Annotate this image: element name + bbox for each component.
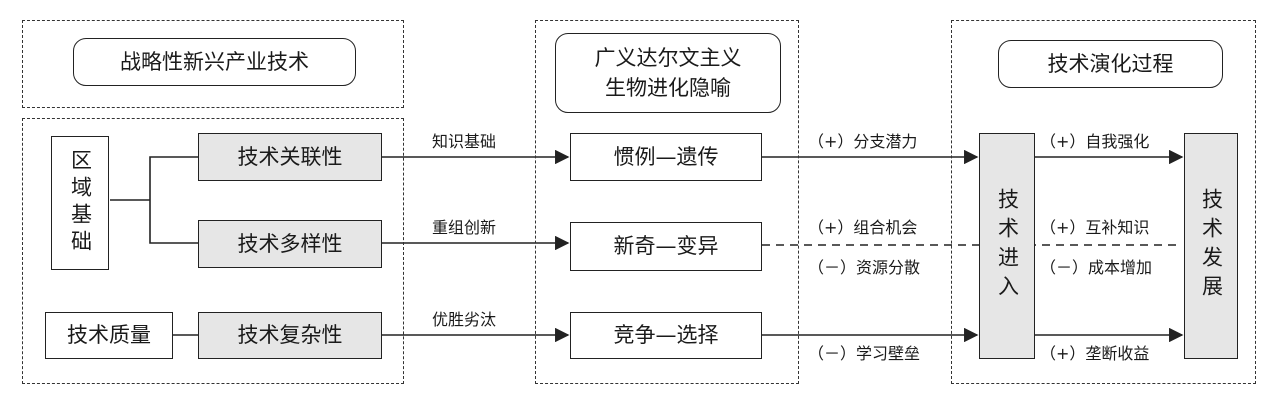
complexity-box: 技术复杂性 — [198, 312, 382, 359]
label-knowledge-base: 知识基础 — [432, 132, 497, 151]
label-resource-dispersion: （－）资源分散 — [808, 258, 921, 277]
diversity-box: 技术多样性 — [198, 220, 382, 268]
tech-entry-box: 技术进入 — [979, 133, 1035, 359]
relatedness-box: 技术关联性 — [198, 133, 382, 181]
tech-quality-box: 技术质量 — [45, 312, 173, 359]
right-panel — [951, 20, 1256, 384]
routine-heredity-box: 惯例—遗传 — [570, 133, 762, 181]
label-complementary-knowledge: （+）互补知识 — [1040, 218, 1150, 237]
left-content-panel — [22, 118, 404, 384]
competition-selection-box: 竞争—选择 — [570, 312, 762, 359]
label-survival: 优胜劣汰 — [432, 310, 497, 329]
label-recombination: 重组创新 — [432, 218, 497, 237]
left-panel-title: 战略性新兴产业技术 — [73, 38, 356, 86]
right-panel-title: 技术演化过程 — [998, 40, 1223, 88]
label-monopoly-gain: （+）垄断收益 — [1040, 344, 1150, 363]
label-self-reinforce: （+）自我强化 — [1040, 132, 1150, 151]
middle-panel — [535, 20, 799, 384]
label-learning-barrier: （－）学习壁垒 — [808, 344, 921, 363]
label-cost-increase: （－）成本增加 — [1040, 258, 1153, 277]
bracket-line — [110, 156, 198, 244]
tech-development-box: 技术发展 — [1184, 133, 1238, 359]
label-branch-potential: （+）分支潜力 — [808, 132, 918, 151]
novelty-variation-box: 新奇—变异 — [570, 222, 762, 271]
middle-panel-title: 广义达尔文主义 生物进化隐喻 — [555, 33, 781, 113]
left-title-panel — [22, 20, 404, 108]
label-combo-opportunity: （+）组合机会 — [808, 218, 918, 237]
region-basis-box: 区域基础 — [51, 136, 109, 270]
